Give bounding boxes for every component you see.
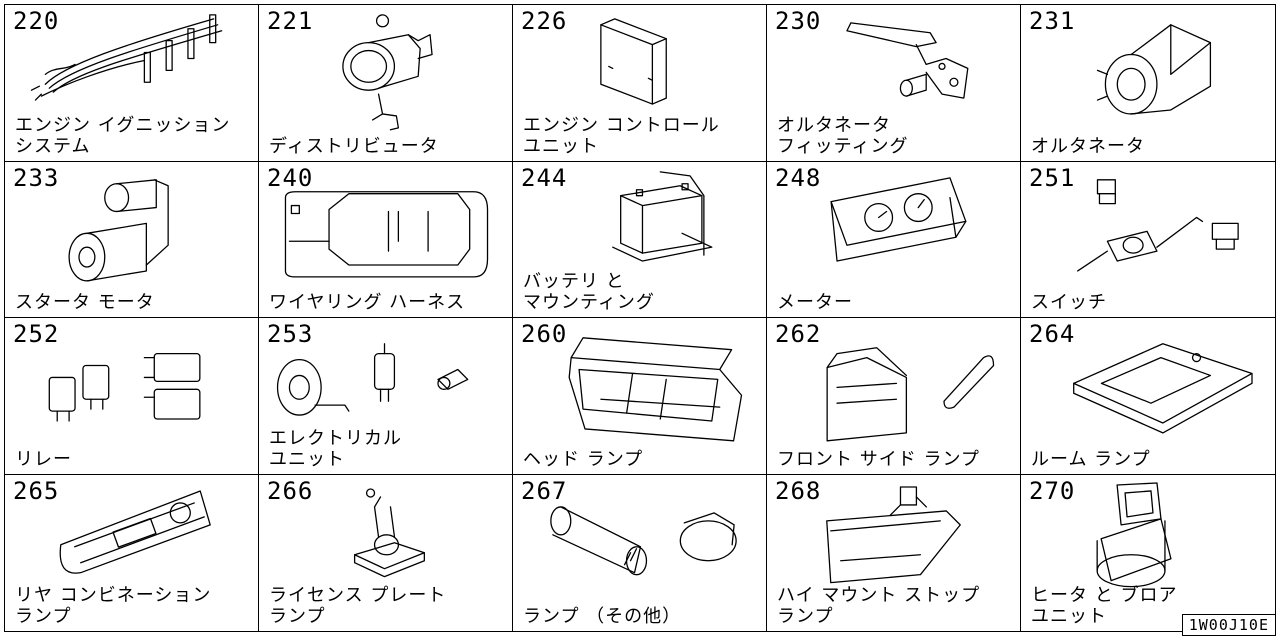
part-code: 221 bbox=[267, 7, 314, 35]
part-cell-226[interactable]: 226 エンジン コントロール ユニット bbox=[513, 5, 767, 162]
part-code: 264 bbox=[1029, 320, 1076, 348]
part-label: オルタネータ bbox=[1031, 135, 1145, 157]
part-label: ライセンス プレート ランプ bbox=[269, 585, 447, 627]
part-cell-231[interactable]: 231 オルタネータ bbox=[1021, 5, 1275, 162]
part-code: 251 bbox=[1029, 163, 1076, 192]
part-code: 265 bbox=[13, 476, 60, 505]
part-cell-267[interactable]: 267 ランプ （その他） bbox=[513, 474, 767, 631]
part-label: ヘッド ランプ bbox=[523, 448, 644, 470]
part-code: 262 bbox=[775, 320, 822, 348]
part-cell-262[interactable]: 262 フロント サイド ランプ bbox=[767, 318, 1021, 475]
part-label: エンジン イグニッション システム bbox=[15, 114, 231, 157]
part-cell-251[interactable]: 251 スイッチ bbox=[1021, 162, 1275, 318]
part-code: 248 bbox=[775, 163, 822, 192]
part-cell-248[interactable]: 248 メーター bbox=[767, 161, 1021, 318]
part-label: バッテリ と マウンティング bbox=[523, 271, 655, 313]
part-code: 240 bbox=[267, 163, 314, 192]
part-code: 268 bbox=[775, 476, 822, 505]
part-cell-264[interactable]: 264 ルーム ランプ bbox=[1021, 318, 1275, 475]
part-label: ハイ マウント ストップ ランプ bbox=[777, 585, 981, 627]
parts-catalog-grid: 220 エンジン イグニッション システム 221 ディストリビュータ 226 … bbox=[4, 4, 1276, 632]
part-code: 267 bbox=[521, 476, 568, 505]
part-label: エレクトリカル ユニット bbox=[269, 427, 402, 470]
part-label: ディストリビュータ bbox=[269, 135, 439, 157]
part-label: スタータ モータ bbox=[15, 292, 155, 313]
part-label: オルタネータ フィッティング bbox=[777, 114, 909, 157]
part-code: 253 bbox=[267, 320, 314, 348]
part-code: 260 bbox=[521, 320, 568, 348]
part-label: ルーム ランプ bbox=[1031, 448, 1151, 470]
part-cell-260[interactable]: 260 ヘッド ランプ bbox=[513, 318, 767, 475]
part-label: ヒータ と ブロア ユニット bbox=[1031, 585, 1178, 627]
part-cell-244[interactable]: 244 バッテリ と マウンティング bbox=[513, 161, 767, 318]
part-label: ランプ （その他） bbox=[523, 606, 682, 627]
part-cell-265[interactable]: 265 リヤ コンビネーション ランプ bbox=[5, 474, 259, 631]
part-label: スイッチ bbox=[1031, 292, 1107, 313]
part-code: 220 bbox=[13, 7, 60, 35]
part-cell-253[interactable]: 253 エレクトリカル ユニット bbox=[259, 318, 513, 475]
part-cell-240[interactable]: 240 ワイヤリング ハーネス bbox=[259, 161, 513, 318]
part-code: 270 bbox=[1029, 476, 1076, 505]
part-code: 266 bbox=[267, 476, 314, 505]
part-cell-230[interactable]: 230 オルタネータ フィッティング bbox=[767, 5, 1021, 162]
part-code: 231 bbox=[1029, 7, 1076, 35]
part-code: 252 bbox=[13, 320, 60, 348]
part-cell-266[interactable]: 266 ライセンス プレート ランプ bbox=[259, 474, 513, 631]
part-code: 244 bbox=[521, 163, 568, 192]
part-label: フロント サイド ランプ bbox=[777, 448, 980, 470]
part-code: 226 bbox=[521, 7, 568, 35]
part-cell-221[interactable]: 221 ディストリビュータ bbox=[259, 5, 513, 162]
part-label: メーター bbox=[777, 292, 853, 313]
part-cell-220[interactable]: 220 エンジン イグニッション システム bbox=[5, 5, 259, 162]
part-code: 230 bbox=[775, 7, 822, 35]
part-cell-233[interactable]: 233 スタータ モータ bbox=[5, 161, 259, 318]
part-label: ワイヤリング ハーネス bbox=[269, 292, 466, 313]
part-label: エンジン コントロール ユニット bbox=[523, 114, 720, 157]
part-label: リレー bbox=[15, 448, 72, 470]
drawing-reference-code: 1W00J10E bbox=[1181, 614, 1276, 636]
part-cell-252[interactable]: 252 リレー bbox=[5, 318, 259, 475]
part-cell-268[interactable]: 268 ハイ マウント ストップ ランプ bbox=[767, 474, 1021, 631]
part-label: リヤ コンビネーション ランプ bbox=[15, 585, 212, 627]
part-code: 233 bbox=[13, 163, 60, 192]
part-cell-270[interactable]: 270 ヒータ と ブロア ユニット bbox=[1021, 475, 1275, 632]
